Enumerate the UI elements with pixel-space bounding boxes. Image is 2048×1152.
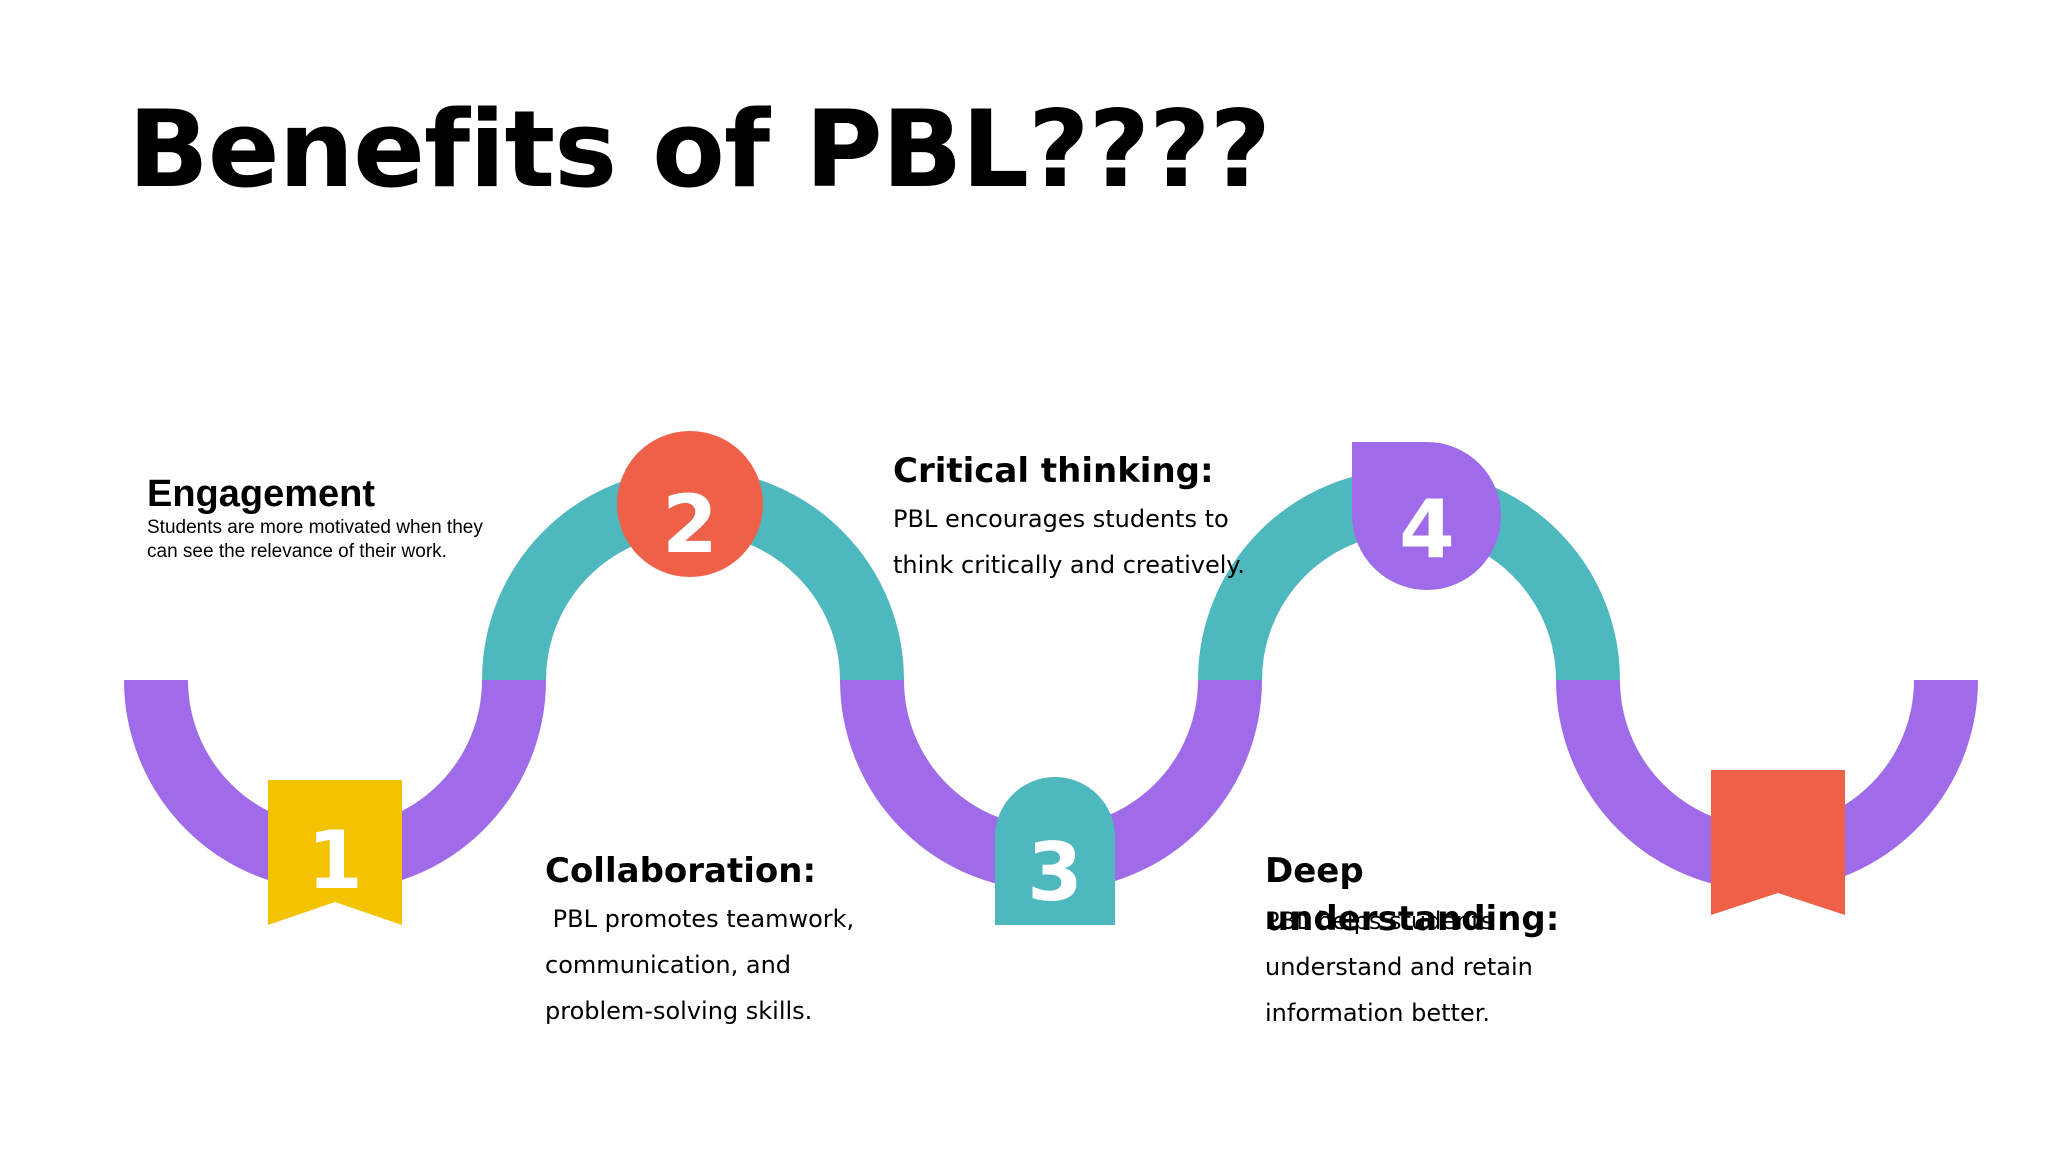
step-2-body: PBL promotes teamwork, communication, an… [545, 904, 862, 1025]
step-3-body: PBL encourages students to think critica… [893, 504, 1245, 579]
step-4-body: PBL helps students understand and retain… [1265, 907, 1541, 1027]
step-1-label: Engagement Students are more motivated w… [147, 473, 489, 564]
step-1-number: 1 [307, 814, 363, 907]
step-2-marker: 2 [617, 431, 763, 577]
step-3-number: 3 [1027, 826, 1083, 919]
step-1-heading: Engagement [147, 473, 376, 515]
step-3-marker: 3 [995, 777, 1115, 925]
step-4-label: Deep understanding: PBL helps students u… [1265, 848, 1595, 1027]
step-2-number: 2 [662, 478, 718, 571]
step-2-label: Collaboration: PBL promotes teamwork, co… [545, 848, 885, 1034]
step-2-heading: Collaboration: [545, 851, 817, 891]
step-1-body: Students are more motivated when they ca… [147, 516, 489, 562]
step-4-heading: Deep understanding: [1265, 851, 1560, 939]
step-4-marker: 4 [1352, 442, 1501, 590]
step-3-heading: Critical thinking: [893, 451, 1214, 491]
slide-title: Benefits of PBL???? [128, 88, 1271, 211]
end-marker-flag [1711, 770, 1845, 915]
step-1-marker: 1 [268, 780, 402, 925]
step-3-label: Critical thinking: PBL encourages studen… [893, 448, 1263, 588]
step-4-number: 4 [1399, 483, 1455, 576]
